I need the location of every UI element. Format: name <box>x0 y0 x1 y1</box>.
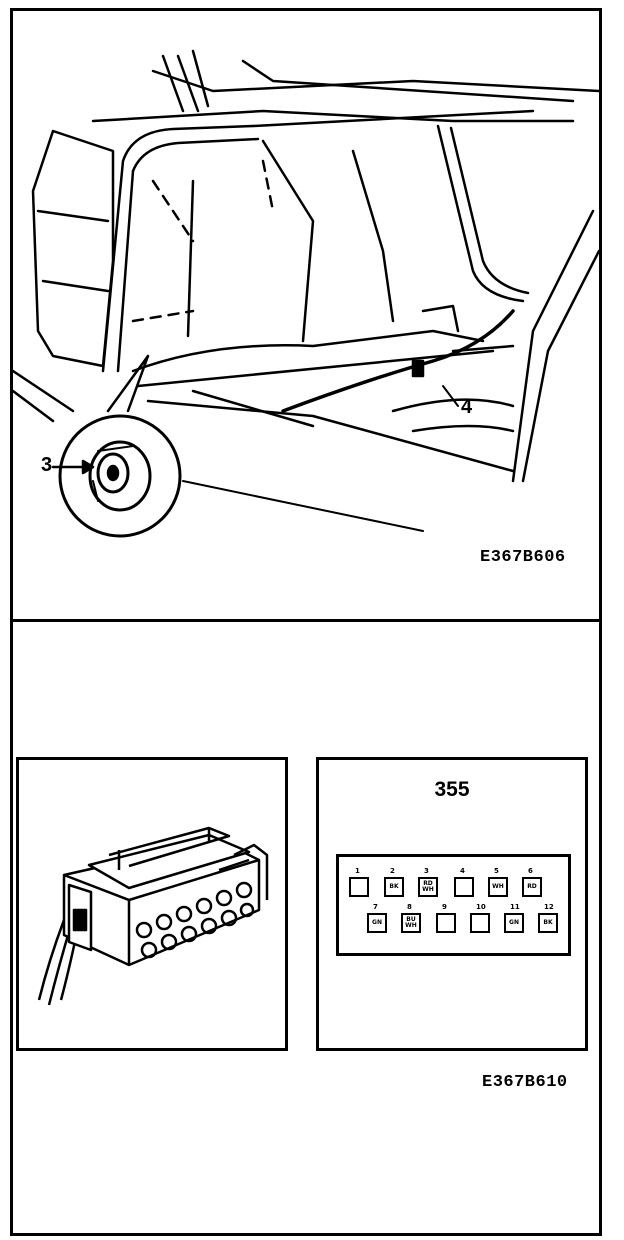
pin-cavity <box>436 913 456 933</box>
connector-view-box <box>16 757 288 1051</box>
pin-wire-color: GN <box>372 919 382 926</box>
pin-wire-color: BK <box>543 919 553 926</box>
figure-code-top: E367B606 <box>480 548 566 567</box>
callout-4: 4 <box>461 396 473 418</box>
trunk-drawing <box>13 49 599 538</box>
pin-cavity: BU WH <box>401 913 421 933</box>
connector-number: 355 <box>434 778 470 801</box>
pin-number: 2 <box>390 867 395 875</box>
section-divider <box>10 619 602 622</box>
pin-cavity: GN <box>504 913 524 933</box>
pin-number: 4 <box>460 867 465 875</box>
pin-wire-color: WH <box>492 883 504 890</box>
callout-3: 3 <box>41 454 53 476</box>
pin-wire-color: GN <box>509 919 519 926</box>
pin-number: 10 <box>476 903 486 911</box>
pin-cavity: RD WH <box>418 877 438 897</box>
figure-code-bottom: E367B610 <box>482 1073 568 1092</box>
pin-number: 7 <box>373 903 378 911</box>
pin-number: 9 <box>442 903 447 911</box>
pin-cavity: BK <box>538 913 558 933</box>
pin-number: 12 <box>544 903 554 911</box>
pin-number: 1 <box>355 867 360 875</box>
pin-cavity <box>349 877 369 897</box>
pin-number: 5 <box>494 867 499 875</box>
pin-number: 6 <box>528 867 533 875</box>
pin-wire-color: BU WH <box>405 916 417 929</box>
pin-number: 3 <box>424 867 429 875</box>
pin-wire-color: RD <box>527 883 537 890</box>
pin-cavity: GN <box>367 913 387 933</box>
pin-cavity: RD <box>522 877 542 897</box>
pin-number: 8 <box>407 903 412 911</box>
pin-cavity: WH <box>488 877 508 897</box>
pin-number: 11 <box>510 903 520 911</box>
pin-wire-color: BK <box>389 883 399 890</box>
pin-cavity <box>470 913 490 933</box>
trunk-illustration-panel: 3 4 E367B606 <box>13 11 599 617</box>
pin-cavity <box>454 877 474 897</box>
pin-cavity: BK <box>384 877 404 897</box>
connector-drawing <box>37 826 269 1006</box>
pin-wire-color: RD WH <box>422 880 434 893</box>
